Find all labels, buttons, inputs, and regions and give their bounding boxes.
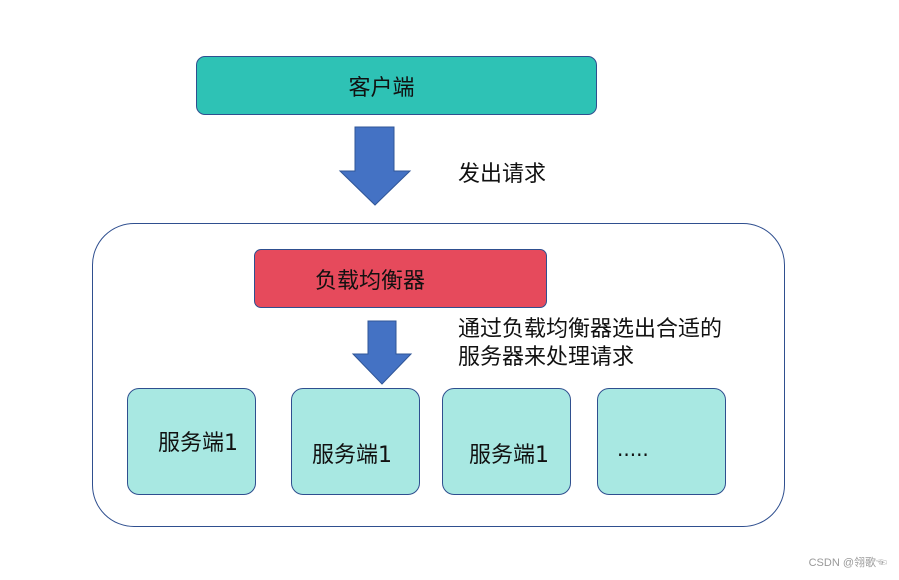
send-request-label: 发出请求 <box>458 162 547 187</box>
server-node-2-label: 服务端1 <box>312 443 392 468</box>
dispatch-arrow-icon <box>351 320 413 385</box>
client-node: 客户端 <box>196 56 597 115</box>
server-node-1-label: 服务端1 <box>158 431 238 456</box>
csdn-watermark: CSDN @翎歌☜ <box>808 557 887 569</box>
server-cluster-container <box>92 223 785 527</box>
server-node-1: 服务端1 <box>127 388 256 495</box>
server-node-more-label: ..... <box>617 437 649 461</box>
server-node-3-label: 服务端1 <box>469 443 549 468</box>
server-node-more: ..... <box>597 388 726 495</box>
load-balancer-node: 负载均衡器 <box>254 249 547 308</box>
request-arrow-icon <box>338 126 412 206</box>
select-server-label-line2: 服务器来处理请求 <box>458 345 635 370</box>
load-balancer-label: 负载均衡器 <box>315 268 426 294</box>
client-label: 客户端 <box>348 75 415 101</box>
server-node-3: 服务端1 <box>442 388 571 495</box>
select-server-label-line1: 通过负载均衡器选出合适的 <box>458 317 723 342</box>
server-node-2: 服务端1 <box>291 388 420 495</box>
